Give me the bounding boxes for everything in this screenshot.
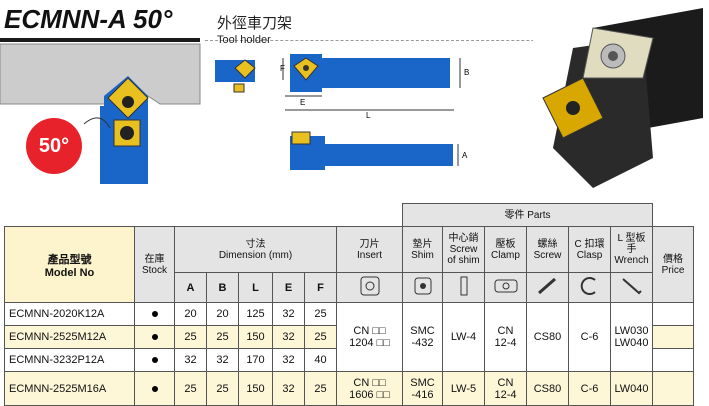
shim-cell: SMC-416: [402, 371, 443, 406]
stock-indicator: [134, 371, 175, 406]
cell-e: 32: [272, 325, 305, 349]
screw-shim-cell: LW-4: [442, 302, 485, 372]
screw-cell: CS80: [526, 371, 569, 406]
cell-b: 32: [206, 348, 239, 372]
workpiece-shape: [0, 43, 201, 105]
angle-badge: 50°: [26, 118, 82, 174]
technical-drawings: [0, 43, 461, 184]
cell-b: 20: [206, 302, 239, 326]
product-type-en: Tool holder: [217, 34, 271, 46]
schematic-side-body: [325, 144, 453, 166]
dim-col-a: A: [174, 272, 207, 303]
price-cell: [652, 325, 694, 349]
row-model: ECMNN-2525M16A: [4, 371, 135, 406]
product-title: ECMNN-A 50°: [4, 4, 173, 34]
row-model: ECMNN-3232P12A: [4, 348, 135, 372]
stock-indicator: [134, 325, 175, 349]
price-cell: [652, 302, 694, 326]
screw-cell: CS80: [526, 302, 569, 372]
clamp-part-icon: [484, 272, 527, 303]
stock-indicator: [134, 348, 175, 372]
row-model: ECMNN-2020K12A: [4, 302, 135, 326]
cell-e: 32: [272, 348, 305, 372]
cell-f: 25: [304, 325, 337, 349]
cell-a: 20: [174, 302, 207, 326]
dim-col-f: F: [304, 272, 337, 303]
stock-indicator: [134, 302, 175, 326]
dim-col-e: E: [272, 272, 305, 303]
cell-l: 150: [238, 325, 273, 349]
shim-cell: SMC-432: [402, 302, 443, 372]
price-cell: [652, 371, 694, 406]
pin-icon: [442, 272, 485, 303]
cell-f: 40: [304, 348, 337, 372]
screw-icon: [526, 272, 569, 303]
product-photo: [533, 8, 703, 193]
screw-shim-cell: LW-5: [442, 371, 485, 406]
dim-col-b: B: [206, 272, 239, 303]
insert-hole: [122, 96, 134, 108]
wrench-icon: [610, 272, 653, 303]
dim-label-b: B: [464, 68, 470, 77]
insert-cell: CN □□1606 □□: [336, 371, 403, 406]
title-underline: [0, 38, 200, 42]
cell-l: 150: [238, 371, 273, 406]
parts-group-header: 零件 Parts: [402, 203, 653, 227]
cell-a: 25: [174, 325, 207, 349]
clasp-icon: [568, 272, 611, 303]
price-cell: [652, 348, 694, 372]
cell-f: 25: [304, 371, 337, 406]
row-model: ECMNN-2525M12A: [4, 325, 135, 349]
wrench-cell: LW040: [610, 371, 653, 406]
insert-cell: CN □□1204 □□: [336, 302, 403, 372]
cell-f: 25: [304, 302, 337, 326]
insert-icon: [336, 272, 403, 303]
clasp-cell: C-6: [568, 302, 611, 372]
dim-label-a: A: [462, 151, 468, 160]
clasp-cell: C-6: [568, 371, 611, 406]
cell-b: 25: [206, 325, 239, 349]
dim-label-e: E: [300, 98, 306, 107]
model-header: 產品型號 Model No: [4, 226, 135, 303]
clamp-screw: [120, 126, 134, 140]
dim-label-l: L: [366, 111, 371, 120]
cell-b: 25: [206, 371, 239, 406]
shim-icon: [402, 272, 443, 303]
header-divider: [205, 40, 695, 41]
cell-l: 170: [238, 348, 273, 372]
cell-e: 32: [272, 371, 305, 406]
cell-a: 25: [174, 371, 207, 406]
cell-a: 32: [174, 348, 207, 372]
dim-label-f: F: [280, 64, 285, 73]
product-type-cn: 外徑車刀架: [217, 15, 293, 32]
angle-arc: [83, 117, 111, 129]
cell-e: 32: [272, 302, 305, 326]
dim-col-l: L: [238, 272, 273, 303]
cell-l: 125: [238, 302, 273, 326]
